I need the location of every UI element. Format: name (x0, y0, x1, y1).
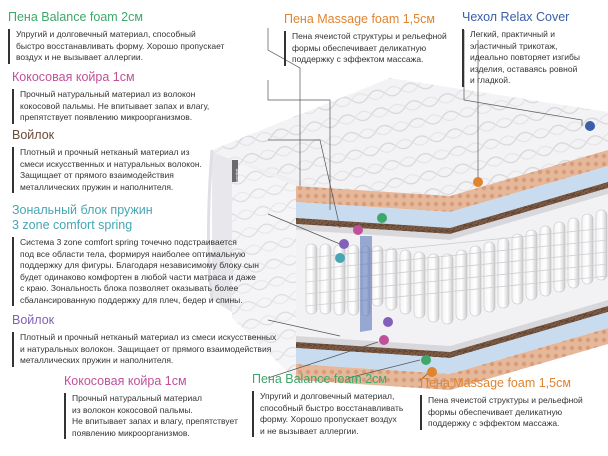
callout-desc: Пена ячеистой структуры и рельефной форм… (284, 31, 452, 66)
desc-line: металлических пружин и наполнителя. (20, 355, 174, 365)
desc-line: Пена ячеистой структуры и рельефной (428, 395, 583, 405)
desc-line: сбалансированную поддержку для плеч, бед… (20, 294, 243, 305)
callout-title: Зональный блок пружин (12, 203, 153, 217)
desc-line: из волокон кокосовой пальмы. (72, 404, 193, 415)
desc-line: Плотный и прочный нетканый материал из с… (20, 332, 277, 342)
desc-line: форму. Хорошо пропускает воздух (260, 414, 397, 424)
callout-title: Чехол Relax Cover (462, 10, 570, 24)
desc-line: кокосовой пальмы. Не впитывает запах и в… (20, 100, 210, 111)
desc-line: и не вызывает аллергии. (260, 425, 359, 436)
desc-line: под все области тела, формируя наиболее … (20, 248, 246, 259)
callout-desc: Прочный натуральный материал из волокон … (64, 393, 254, 439)
callout-subtitle: 3 zone comfort spring (12, 218, 133, 232)
desc-line: и гладкой. (470, 75, 511, 85)
desc-line: металлических пружин и наполнителя. (20, 181, 174, 192)
desc-line: способный быстро восстанавливать (260, 402, 404, 413)
desc-line: Не впитывает запах и влагу, препятствует (72, 416, 238, 426)
mattress-brand-tag: comfort (228, 162, 242, 184)
desc-line: быстро восстанавливать форму. Хорошо про… (16, 40, 225, 51)
desc-line: препятствует появлению микроорганизмов. (20, 112, 193, 122)
desc-line: поддержку с эффектом массажа. (428, 418, 560, 428)
desc-line: с краю. Зональность блока позволяет оказ… (20, 283, 239, 293)
callout-coconut-coir-top: Кокосовая койра 1см Прочный натуральный … (12, 70, 274, 124)
desc-line: эластичный трикотаж, (470, 40, 558, 51)
callout-desc: Упругий и долговечный материал, способны… (8, 29, 270, 64)
callout-title: Пена Balance foam 2см (252, 372, 387, 386)
callout-spring-block: Зональный блок пружин 3 zone comfort spr… (12, 203, 274, 306)
callout-title: Войлок (12, 128, 55, 142)
callout-title: Кокосовая койра 1см (12, 70, 135, 84)
desc-line: Упругий и долговечный материал, (260, 391, 395, 401)
desc-line: формы обеспечивает деликатную (428, 406, 563, 417)
callout-felt-bottom: Войлок Плотный и прочный нетканый матери… (12, 313, 282, 367)
desc-line: изделия, оставаясь ровной (470, 63, 578, 74)
desc-line: формы обеспечивает деликатную (292, 42, 427, 53)
callout-coconut-coir-bottom: Кокосовая койра 1см Прочный натуральный … (64, 374, 254, 439)
desc-line: Пена ячеистой структуры и рельефной (292, 31, 447, 41)
callout-desc: Легкий, практичный и эластичный трикотаж… (462, 29, 602, 87)
desc-line: будет одинаково комфортен в любой части … (20, 271, 256, 282)
callout-balance-foam-bottom: Пена Balance foam 2см Упругий и долговеч… (252, 372, 412, 437)
desc-line: Прочный натуральный материал из волокон (20, 89, 196, 99)
desc-line: идеально повторяет изгибы (470, 52, 580, 62)
layer-markers (335, 121, 595, 377)
desc-line: Упругий и долговечный материал, способны… (16, 29, 196, 39)
callout-desc: Прочный натуральный материал из волокон … (12, 89, 274, 124)
callout-massage-foam-bottom: Пена Massage foam 1,5см Пена ячеистой ст… (420, 376, 604, 430)
desc-line: Система 3 zone comfort spring точечно по… (20, 237, 237, 247)
callout-desc: Плотный и прочный нетканый материал из с… (12, 332, 282, 367)
desc-line: Прочный натуральный материал (72, 393, 202, 403)
desc-line: смеси искусственных и натуральных волоко… (20, 158, 202, 169)
desc-line: появлению микроорганизмов. (72, 427, 190, 438)
callout-title: Пена Massage foam 1,5см (284, 12, 435, 26)
callout-desc: Система 3 zone comfort spring точечно по… (12, 237, 274, 306)
callout-balance-foam-top: Пена Balance foam 2см Упругий и долговеч… (8, 10, 270, 64)
callout-felt-top: Войлок Плотный и прочный нетканый матери… (12, 128, 274, 193)
callout-relax-cover: Чехол Relax Cover Легкий, практичный и э… (462, 10, 602, 87)
callout-desc: Пена ячеистой структуры и рельефной форм… (420, 395, 604, 430)
desc-line: воздух и не вызывает аллергии. (16, 52, 144, 62)
callout-desc: Плотный и прочный нетканый материал из с… (12, 147, 274, 193)
callout-title: Пена Balance foam 2см (8, 10, 143, 24)
callout-title: Пена Massage foam 1,5см (420, 376, 571, 390)
desc-line: поддержку с эффектом массажа. (292, 54, 424, 64)
desc-line: Плотный и прочный нетканый материал из (20, 147, 190, 157)
callout-title: Кокосовая койра 1см (64, 374, 187, 388)
desc-line: и натуральных волокон. Защищает от прямо… (20, 343, 272, 354)
desc-line: Легкий, практичный и (470, 29, 555, 39)
brand-tag-text: comfort (234, 168, 239, 182)
callout-title: Войлок (12, 313, 55, 327)
callout-desc: Упругий и долговечный материал, способны… (252, 391, 412, 437)
callout-massage-foam-top: Пена Massage foam 1,5см Пена ячеистой ст… (284, 12, 452, 66)
desc-line: поддержку для фигуры. Благодаря независи… (20, 260, 259, 270)
desc-line: Защищает от прямого взаимодействия (20, 170, 174, 180)
